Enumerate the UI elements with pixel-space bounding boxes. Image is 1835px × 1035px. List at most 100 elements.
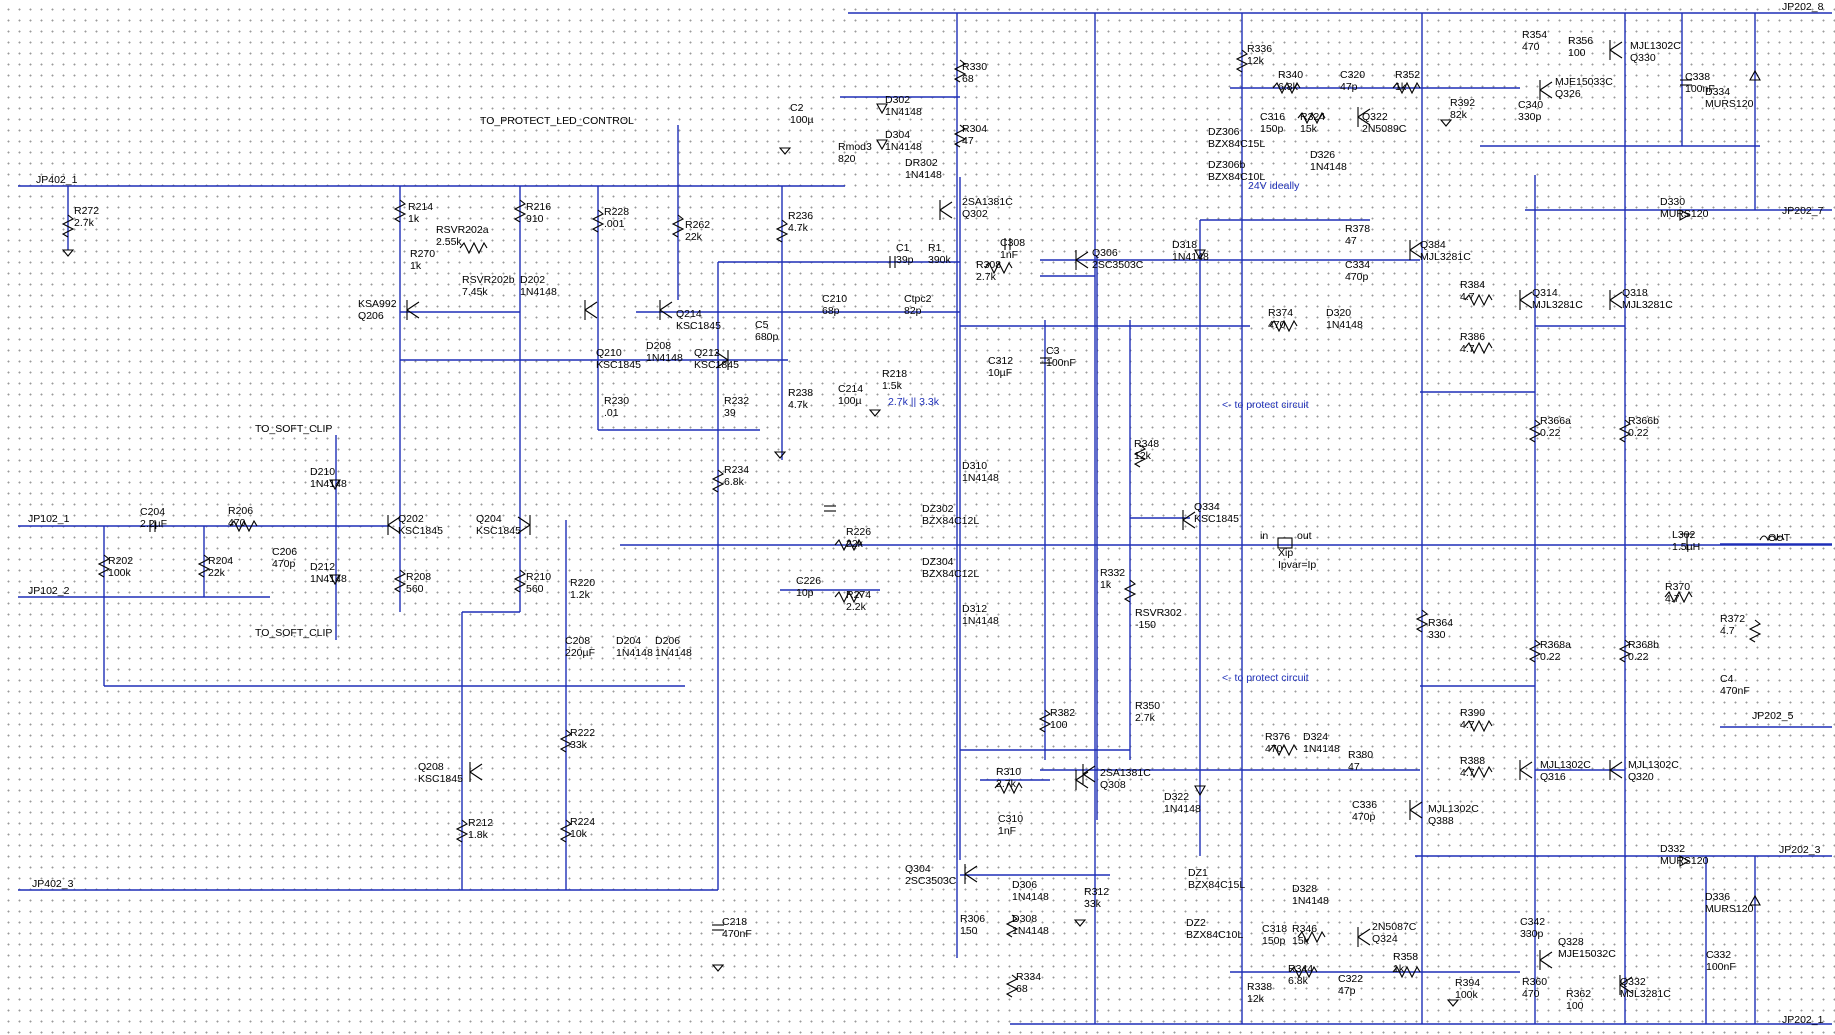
component-value: 680p — [755, 331, 779, 343]
component-value: MURS120 — [1660, 855, 1709, 867]
component-value: MJL3281C — [1532, 299, 1583, 311]
component-name: Q314 — [1532, 287, 1558, 299]
component-name: Q318 — [1622, 287, 1648, 299]
component-value: 1N4148 — [1292, 895, 1329, 907]
component-name: R336 — [1247, 43, 1272, 55]
component-value: 2.7k — [1135, 712, 1156, 724]
component-name: R344 — [1288, 963, 1313, 975]
component-value: 220µF — [565, 647, 595, 659]
component-name: R356 — [1568, 35, 1593, 47]
component-name: R308 — [976, 259, 1001, 271]
component-value: 22k — [208, 567, 226, 579]
component-value: 68 — [962, 73, 974, 85]
component-name: R224 — [570, 816, 595, 828]
component-value: 2.7k — [74, 217, 95, 229]
component-value: 47p — [1338, 985, 1356, 997]
component-name: R208 — [406, 571, 431, 583]
component-value: 100nF — [1685, 83, 1715, 95]
component-name: R376 — [1265, 731, 1290, 743]
component-name: Q322 — [1362, 111, 1388, 123]
component-name: R386 — [1460, 331, 1485, 343]
component-name: D304 — [885, 129, 910, 141]
component-name: R368b — [1628, 639, 1659, 651]
component-value: MURS120 — [1660, 208, 1709, 220]
component-name: R360 — [1522, 976, 1547, 988]
component-name: D330 — [1660, 196, 1685, 208]
component-name: C226 — [796, 575, 821, 587]
component-value: 150p — [1260, 123, 1284, 135]
component-name: R210 — [526, 571, 551, 583]
component-name: D312 — [962, 603, 987, 615]
component-value: 470p — [1345, 271, 1369, 283]
component-value: 1N4148 — [655, 647, 692, 659]
component-value: 0.22 — [1628, 427, 1649, 439]
component-value: 100µ — [790, 114, 814, 126]
component-value: 100k — [108, 567, 132, 579]
component-value: 68p — [822, 305, 840, 317]
component-name: R338 — [1247, 981, 1272, 993]
component-name: D206 — [655, 635, 680, 647]
component-value: MURS120 — [1705, 98, 1754, 110]
component-name: R218 — [882, 368, 907, 380]
component-value: 4.7k — [788, 399, 809, 411]
component-value: 47p — [1340, 81, 1358, 93]
component-name: R384 — [1460, 279, 1485, 291]
component-value: 2N5089C — [1362, 123, 1407, 135]
component-value: 2.2k — [846, 601, 867, 613]
component-value: Q308 — [1100, 779, 1126, 791]
component-value: 1.8k — [468, 829, 489, 841]
component-name: C5 — [755, 319, 769, 331]
component-value: 4.7 — [1460, 719, 1475, 731]
component-name: R304 — [962, 123, 987, 135]
component-value: 910 — [526, 213, 544, 225]
component-value: 100 — [1566, 1000, 1584, 1012]
component-name: R388 — [1460, 755, 1485, 767]
component-name: R234 — [724, 464, 749, 476]
component-name: R220 — [570, 577, 595, 589]
component-value: 1N4148 — [520, 286, 557, 298]
component-value: MJE15032C — [1558, 948, 1616, 960]
component-name: DZ1 — [1188, 867, 1208, 879]
component-name: Rmod3 — [838, 141, 872, 153]
component-value: 68 — [1016, 983, 1028, 995]
component-name: R222 — [570, 727, 595, 739]
component-name: R214 — [408, 201, 433, 213]
component-value: 150p — [1262, 935, 1286, 947]
component-name: C332 — [1706, 949, 1731, 961]
component-value: 1N4148 — [1326, 319, 1363, 331]
component-name: C218 — [722, 916, 747, 928]
component-value: 820 — [838, 153, 856, 165]
component-value: .01 — [604, 407, 619, 419]
component-value: 1k — [1393, 963, 1405, 975]
component-name: Q306 — [1092, 247, 1118, 259]
component-value: 22k — [685, 231, 703, 243]
component-value: 560 — [406, 583, 424, 595]
component-name: C214 — [838, 383, 863, 395]
component-name: R378 — [1345, 223, 1370, 235]
component-name: Q212 — [694, 347, 720, 359]
component-value: 1N4148 — [962, 472, 999, 484]
component-name: C4 — [1720, 673, 1734, 685]
component-value: MURS120 — [1705, 903, 1754, 915]
component-value: 4.7 — [1460, 291, 1475, 303]
component-value: 2.7k — [976, 271, 997, 283]
component-name: DZ302 — [922, 503, 954, 515]
component-value: 100nF — [1046, 357, 1076, 369]
component-name: L302 — [1672, 529, 1696, 541]
component-value: 6.8k — [1288, 975, 1309, 987]
component-value: 47 — [1348, 761, 1360, 773]
component-value: 1k — [1100, 579, 1112, 591]
component-value: Q388 — [1428, 815, 1454, 827]
component-value: BZX84C12L — [922, 515, 979, 527]
component-name: C342 — [1520, 916, 1545, 928]
component-name: R332 — [1100, 567, 1125, 579]
component-name: D302 — [885, 94, 910, 106]
component-name: R370 — [1665, 581, 1690, 593]
component-value: 1N4148 — [1012, 925, 1049, 937]
component-value: 1.5µH — [1672, 541, 1700, 553]
component-name: C318 — [1262, 923, 1287, 935]
component-name: R358 — [1393, 951, 1418, 963]
component-value: 33k — [570, 739, 588, 751]
component-name: R202 — [108, 555, 133, 567]
